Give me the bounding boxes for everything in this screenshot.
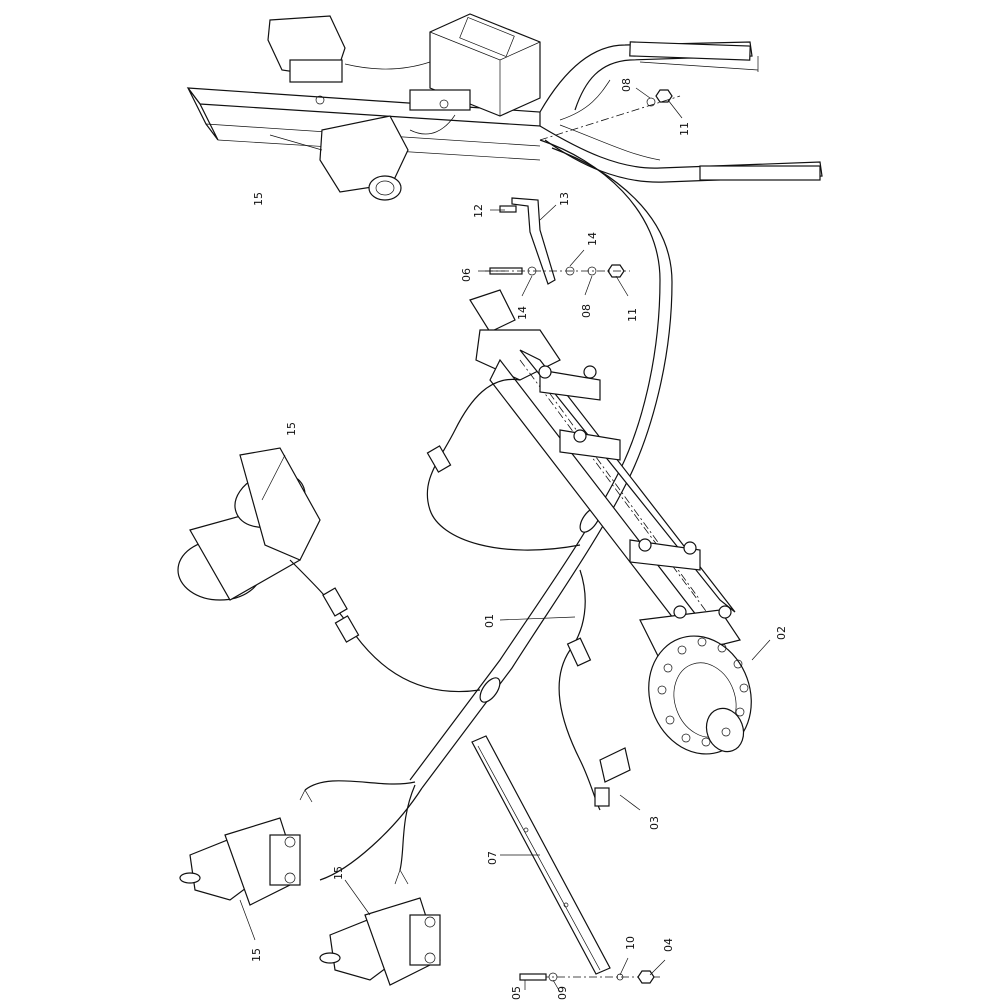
callout-08-top: 08: [620, 78, 633, 92]
motor-assembly: [177, 447, 481, 692]
callout-08-mid: 08: [580, 304, 593, 318]
callout-15-frame: 15: [252, 192, 265, 206]
support-bar: [471, 735, 660, 984]
valve-unit-left: [179, 817, 301, 906]
callout-01: 01: [483, 614, 496, 628]
leader-lines: [239, 87, 771, 993]
callout-12: 12: [472, 204, 485, 218]
callout-labels: 01 02 03 04 05 06 07 08 08 09 10 11 11 1…: [250, 78, 788, 1000]
callout-11-top: 11: [678, 122, 691, 136]
callout-15-valve-right: 15: [332, 866, 345, 880]
callout-05: 05: [510, 986, 523, 1000]
callout-14-right: 14: [586, 232, 599, 246]
callout-11-mid: 11: [626, 308, 639, 322]
valve-unit-right: [319, 897, 441, 986]
callout-13: 13: [558, 192, 571, 206]
frame-assembly: [186, 13, 823, 201]
callout-15-valve-left: 15: [250, 948, 263, 962]
hub-bolt-holes: [657, 637, 749, 747]
callout-10: 10: [624, 936, 637, 950]
sensor-cables: [426, 378, 631, 811]
callout-03: 03: [648, 816, 661, 830]
callout-15-motor: 15: [285, 422, 298, 436]
callout-09: 09: [556, 986, 569, 1000]
callout-07: 07: [486, 851, 499, 865]
callout-02: 02: [775, 626, 788, 640]
callout-04: 04: [662, 938, 675, 952]
callout-06: 06: [460, 268, 473, 282]
axle-assembly: [469, 197, 752, 755]
callout-14-left: 14: [516, 306, 529, 320]
